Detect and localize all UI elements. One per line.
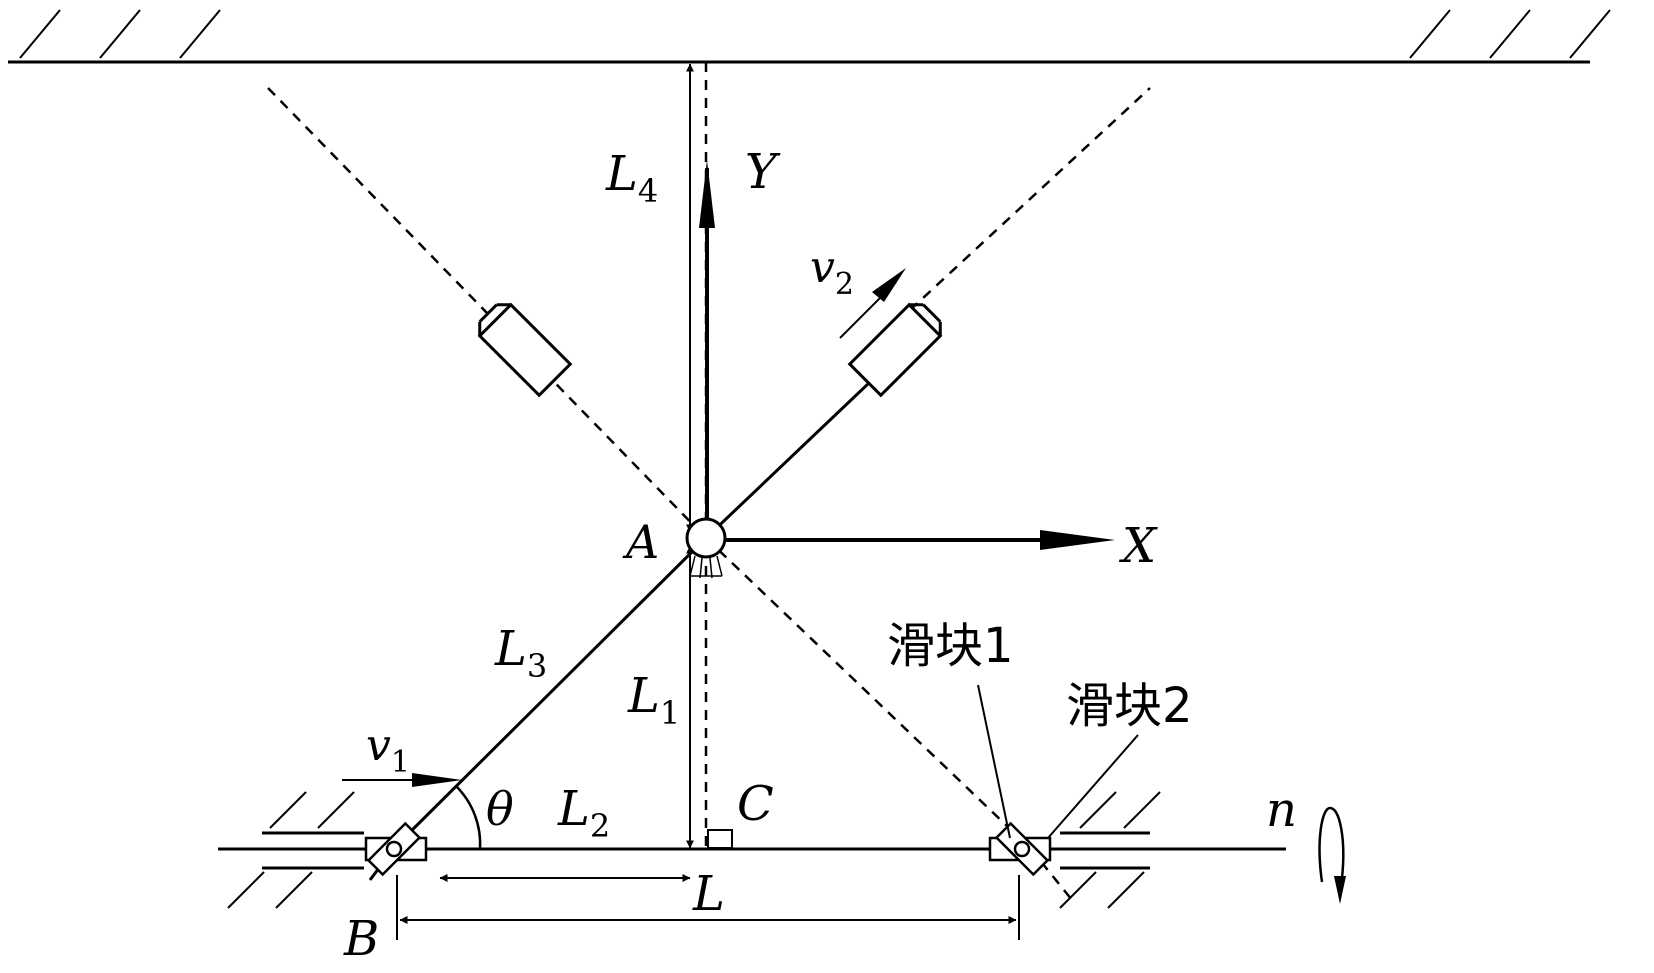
link-bars xyxy=(368,380,872,881)
rotation-arrow xyxy=(1318,806,1346,904)
slider-leaders xyxy=(977,684,1139,839)
label-y: Y xyxy=(745,144,781,200)
camera-left xyxy=(477,302,573,398)
y-axis xyxy=(699,160,715,530)
label-n: n xyxy=(1266,782,1297,838)
label-l: L xyxy=(692,866,725,922)
label-x: X xyxy=(1118,518,1158,574)
label-l2: L2 xyxy=(557,781,610,845)
label-l3: L3 xyxy=(494,621,547,685)
ceiling xyxy=(8,9,1611,64)
slider-b xyxy=(364,821,428,877)
label-l1: L1 xyxy=(627,668,680,732)
dimension-l xyxy=(396,875,1020,940)
label-l4: L4 xyxy=(605,146,658,210)
right-angle-marker xyxy=(707,829,733,849)
v2-arrow xyxy=(839,268,906,339)
theta-arc xyxy=(455,785,482,850)
label-v1: v1 xyxy=(366,720,410,780)
camera-right xyxy=(847,302,943,398)
label-slider1: 滑块1 xyxy=(887,618,1014,674)
label-slider2: 滑块2 xyxy=(1066,678,1193,734)
label-theta: θ xyxy=(486,782,514,836)
x-axis xyxy=(722,530,1115,550)
slider-right xyxy=(988,821,1052,877)
label-b: B xyxy=(343,911,379,967)
label-v2: v2 xyxy=(810,242,854,302)
label-c: C xyxy=(737,776,774,832)
v1-arrow xyxy=(342,773,462,787)
label-a: A xyxy=(622,515,659,569)
pivot-a xyxy=(685,517,727,579)
